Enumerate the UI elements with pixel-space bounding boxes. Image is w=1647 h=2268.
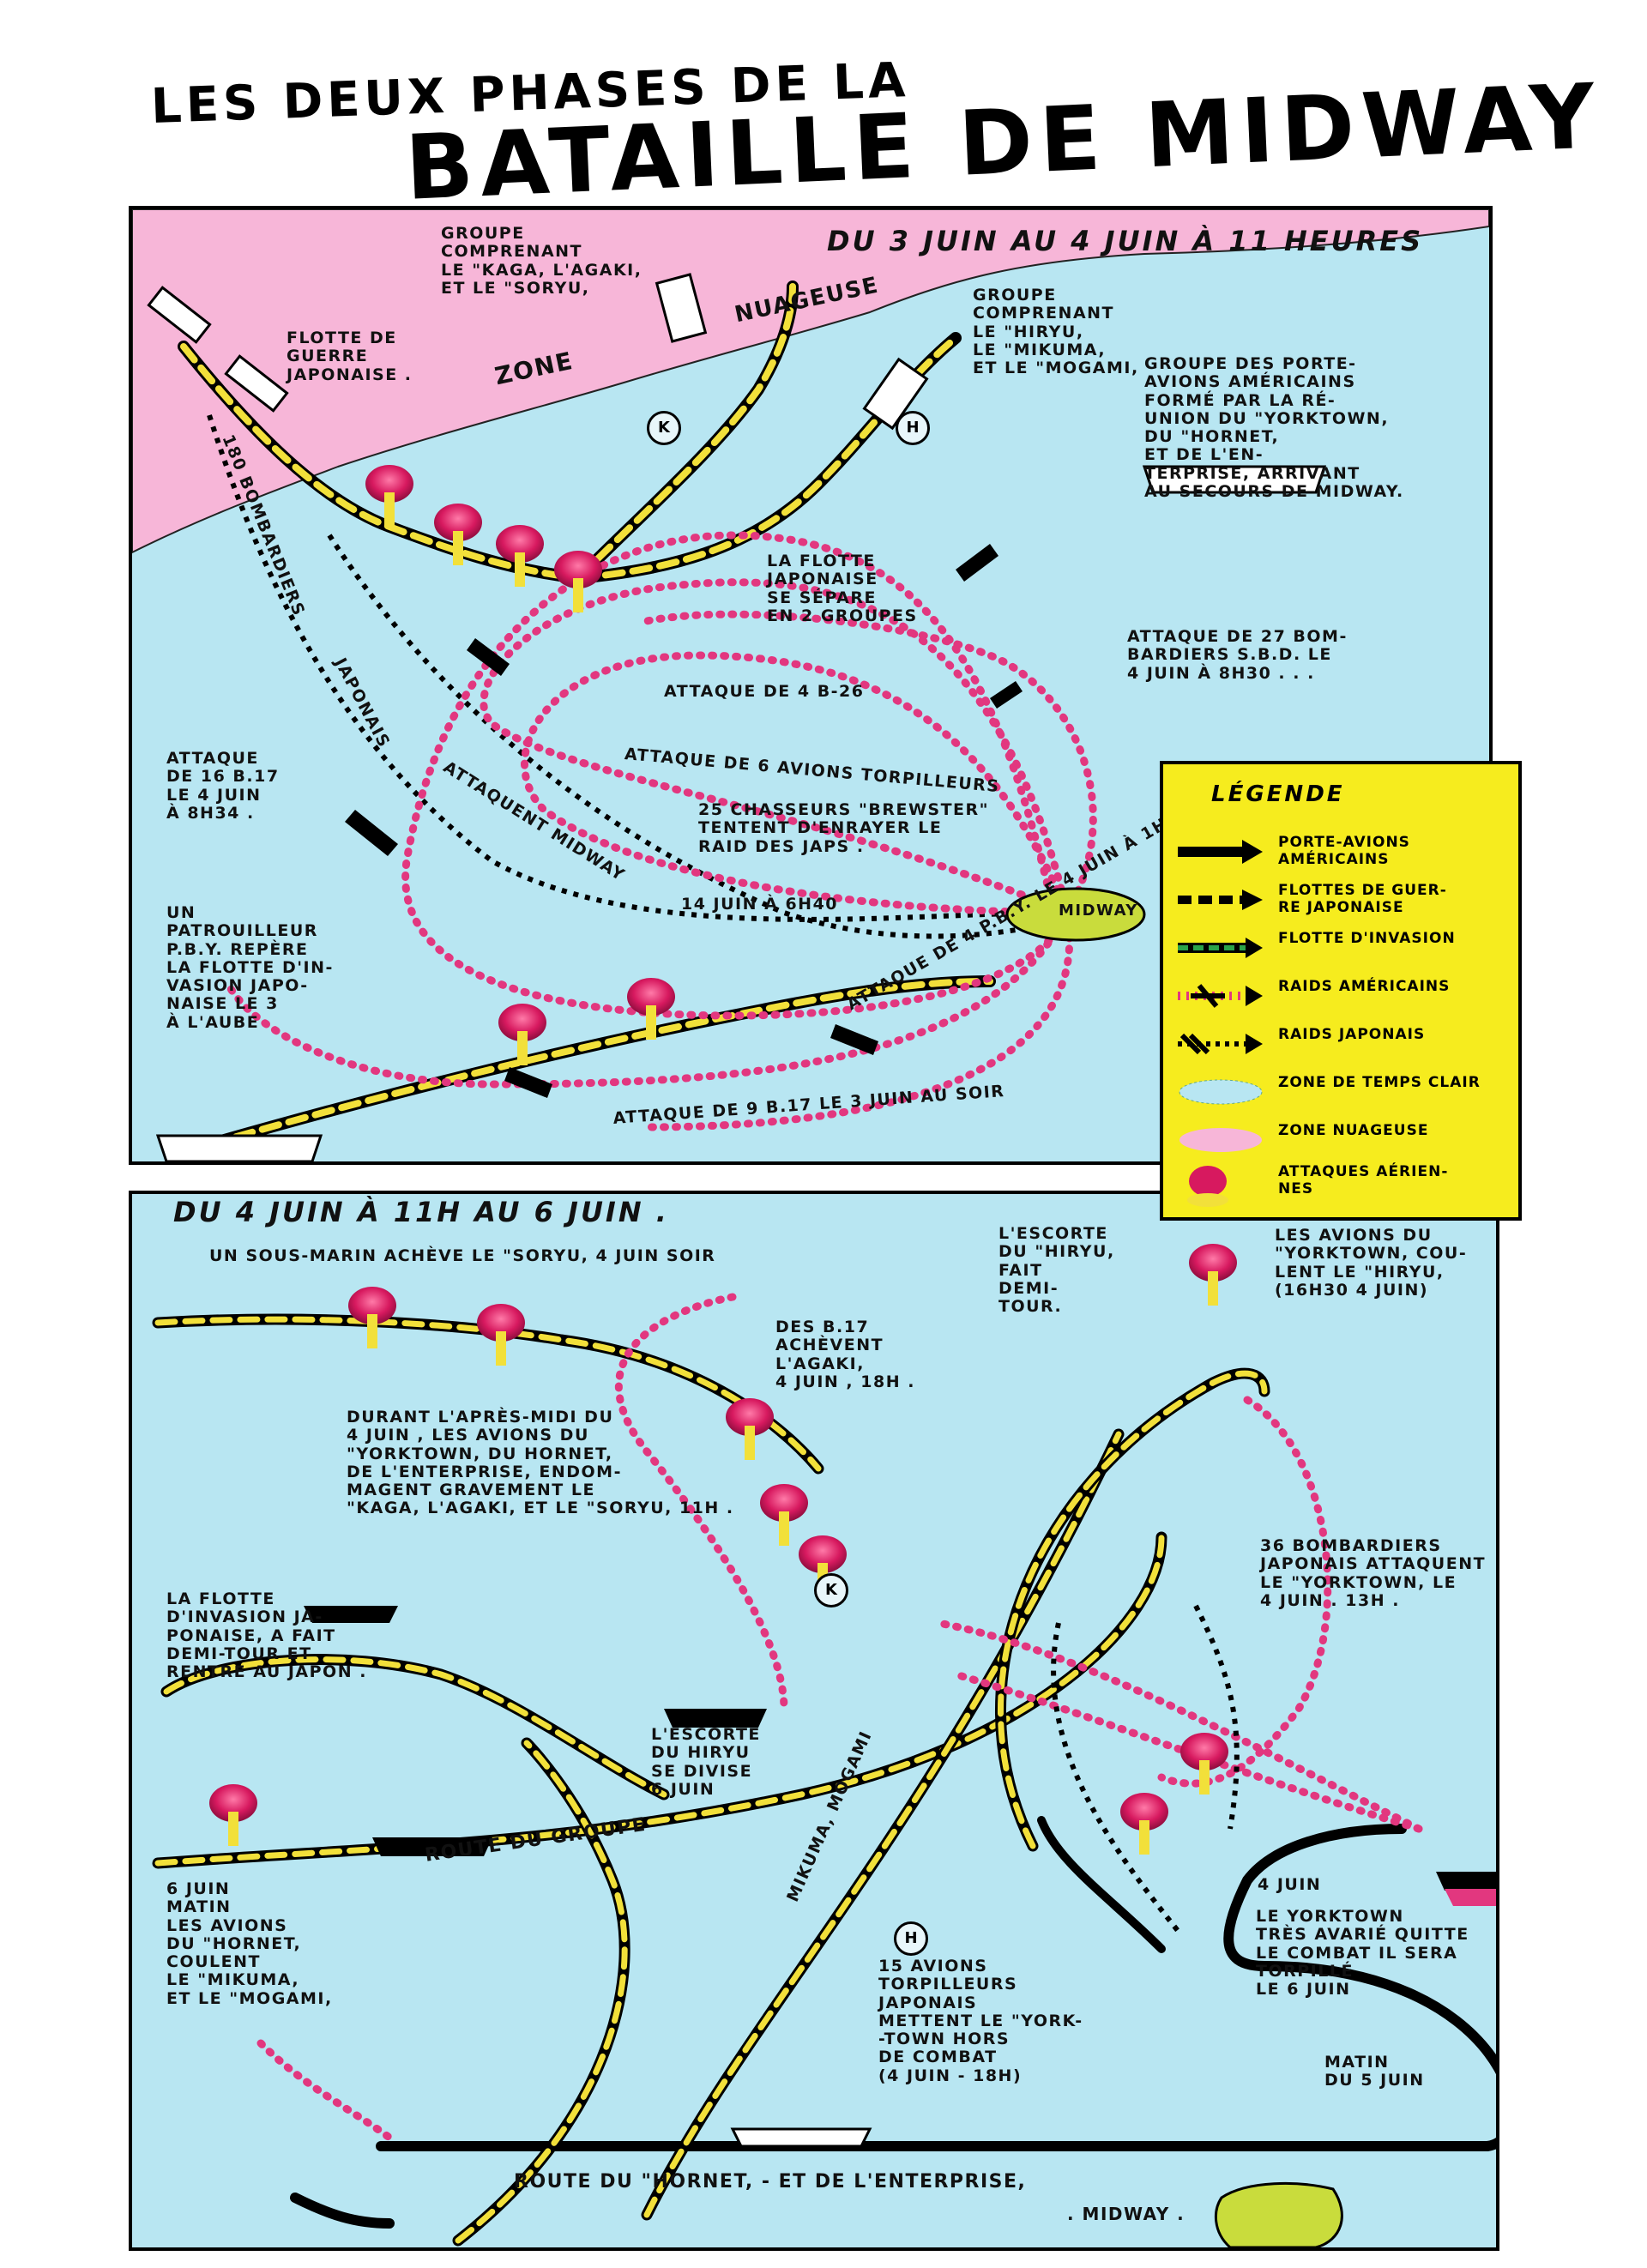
label-apres-midi: DURANT L'APRÈS-MIDI DU 4 JUIN , LES AVIO… <box>347 1408 734 1518</box>
legend-item-us-carriers: PORTE-AVIONS AMÉRICAINS <box>1173 831 1517 878</box>
legend-label: FLOTTES DE GUER- RE JAPONAISE <box>1278 882 1447 916</box>
marker-k-2: K <box>814 1573 848 1608</box>
invasion-fleet-arrow-icon <box>1178 938 1263 958</box>
legend-item-japanese-raids: RAIDS JAPONAIS <box>1173 1023 1517 1070</box>
phase-1-map-drawing <box>132 209 1489 1161</box>
ship-silhouettes <box>147 273 1327 1161</box>
japanese-raid-arrow-icon <box>1178 1033 1263 1055</box>
legend-label: PORTE-AVIONS AMÉRICAINS <box>1278 834 1410 868</box>
legend-label: ATTAQUES AÉRIEN- NES <box>1278 1163 1449 1197</box>
label-b17-agaki: DES B.17 ACHÈVENT L'AGAKI, 4 JUIN , 18H … <box>775 1318 915 1391</box>
label-36-bombardiers: 36 BOMBARDIERS JAPONAIS ATTAQUENT LE "YO… <box>1260 1536 1487 1610</box>
legend-item-clear-zone: ZONE DE TEMPS CLAIR <box>1173 1071 1517 1118</box>
explosion-icon <box>1187 1166 1228 1207</box>
legend-item-us-raids: RAIDS AMÉRICAINS <box>1173 975 1517 1022</box>
label-avions-yorktown: LES AVIONS DU "YORKTOWN, COU- LENT LE "H… <box>1275 1226 1468 1300</box>
title-block: LES DEUX PHASES DE LA BATAILLE DE MIDWAY <box>0 0 1647 220</box>
legend: LÉGENDE PORTE-AVIONS AMÉRICAINS FLOTTES … <box>1160 761 1522 1221</box>
marker-h: H <box>896 411 930 445</box>
legend-title: LÉGENDE <box>1211 781 1345 807</box>
label-yorktown-avarie: LE YORKTOWN TRÈS AVARIÉ QUITTE LE COMBAT… <box>1256 1907 1469 2000</box>
explosion-marks-2 <box>209 1244 1237 1855</box>
label-patrouilleur: UN PATROUILLEUR P.B.Y. REPÈRE LA FLOTTE … <box>166 903 334 1032</box>
phase-2-map-drawing <box>152 1244 1496 2247</box>
label-invasion-demi-tour: LA FLOTTE D'INVASION JA- PONAISE, A FAIT… <box>166 1589 367 1682</box>
ship-silhouettes-2 <box>304 1606 1496 2148</box>
phase-1-header: DU 3 JUIN AU 4 JUIN À 11 HEURES <box>827 225 1424 257</box>
label-escorte-divise: L'ESCORTE DU HIRYU SE DIVISE 6 JUIN <box>651 1725 761 1799</box>
us-carrier-arrow-icon <box>1178 840 1263 864</box>
label-chasseurs: 25 CHASSEURS "BREWSTER" TENTENT D'ENRAYE… <box>698 800 990 856</box>
label-15-torpilleurs: 15 AVIONS TORPILLEURS JAPONAIS METTENT L… <box>878 1957 1083 2085</box>
clear-zone-swatch-icon <box>1179 1079 1263 1105</box>
label-matin-6-juin: 6 JUIN MATIN LES AVIONS DU "HORNET, COUL… <box>166 1879 333 2008</box>
label-route-hornet: ROUTE DU "HORNET, - ET DE L'ENTERPRISE, <box>514 2171 1027 2193</box>
midway-label-1: MIDWAY <box>1059 902 1138 920</box>
label-attaque-27: ATTAQUE DE 27 BOM- BARDIERS S.B.D. LE 4 … <box>1127 627 1348 683</box>
legend-label: RAIDS AMÉRICAINS <box>1278 978 1451 995</box>
phase-1-map: DU 3 JUIN AU 4 JUIN À 11 HEURES ZONE NUA… <box>129 206 1493 1165</box>
label-groupe-kaga: GROUPE COMPRENANT LE "KAGA, L'AGAKI, ET … <box>441 224 643 298</box>
midway-island-1 <box>1005 887 1146 942</box>
label-flotte-separe: LA FLOTTE JAPONAISE SE SÉPARE EN 2 GROUP… <box>767 552 918 625</box>
marker-h-2: H <box>894 1921 928 1956</box>
label-groupe-us: GROUPE DES PORTE- AVIONS AMÉRICAINS FORM… <box>1144 354 1404 501</box>
explosion-marks <box>365 465 675 1065</box>
legend-item-air-attacks: ATTAQUES AÉRIEN- NES <box>1173 1161 1517 1207</box>
cloud-zone-swatch-icon <box>1179 1128 1262 1152</box>
label-matin-5-juin: MATIN DU 5 JUIN <box>1324 2053 1425 2090</box>
label-sous-marin: UN SOUS-MARIN ACHÈVE LE "SORYU, 4 JUIN S… <box>209 1246 716 1265</box>
label-4-juin: 4 JUIN <box>1258 1875 1322 1894</box>
legend-item-invasion: FLOTTE D'INVASION <box>1173 927 1517 974</box>
legend-label: ZONE NUAGEUSE <box>1278 1122 1429 1139</box>
label-flotte-japonaise: FLOTTE DE GUERRE JAPONAISE . <box>287 329 413 384</box>
legend-item-japanese-fleet: FLOTTES DE GUER- RE JAPONAISE <box>1173 879 1517 926</box>
midway-island-2 <box>1214 2181 1343 2247</box>
japanese-fleet-arrow-icon <box>1178 890 1263 910</box>
legend-label: FLOTTE D'INVASION <box>1278 930 1456 947</box>
legend-item-cloud-zone: ZONE NUAGEUSE <box>1173 1119 1517 1166</box>
midway-label-2: . MIDWAY . <box>1067 2204 1185 2224</box>
label-groupe-hiryu: GROUPE COMPRENANT LE "HIRYU, LE "MIKUMA,… <box>973 286 1139 378</box>
phase-2-header: DU 4 JUIN À 11H AU 6 JUIN . <box>173 1196 669 1228</box>
legend-label: ZONE DE TEMPS CLAIR <box>1278 1074 1481 1091</box>
label-attaque-16b17: ATTAQUE DE 16 B.17 LE 4 JUIN À 8H34 . <box>166 749 280 823</box>
legend-label: RAIDS JAPONAIS <box>1278 1026 1426 1043</box>
marker-k: K <box>647 411 681 445</box>
plane-silhouettes <box>345 544 1023 1098</box>
label-attaque-4b26: ATTAQUE DE 4 B-26 <box>664 682 865 701</box>
phase-2-map: DU 4 JUIN À 11H AU 6 JUIN . UN SOUS-MARI… <box>129 1191 1499 2251</box>
label-escorte-hiryu: L'ESCORTE DU "HIRYU, FAIT DEMI- TOUR. <box>998 1224 1115 1317</box>
label-time-6h40: 14 JUIN À 6H40 <box>681 895 839 914</box>
us-raid-arrow-icon <box>1178 984 1263 1008</box>
